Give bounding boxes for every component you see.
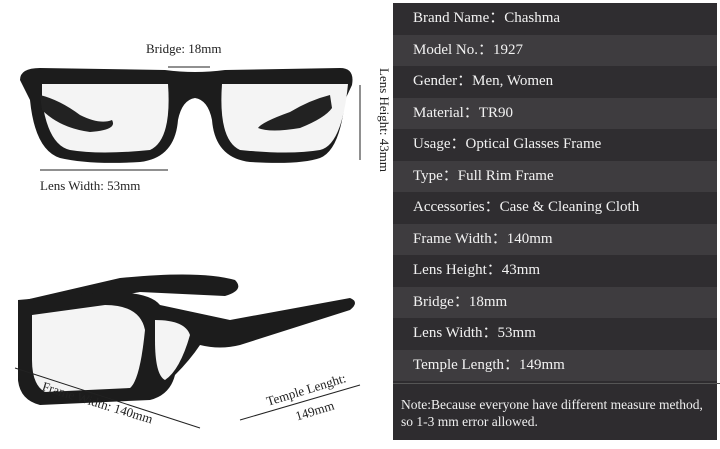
spec-brand: Brand Name：Chashma bbox=[393, 3, 717, 35]
spec-gender: Gender：Men, Women bbox=[393, 66, 717, 98]
spec-type: Type：Full Rim Frame bbox=[393, 160, 717, 192]
spec-lens-height: Lens Height：43mm bbox=[393, 255, 717, 287]
bridge-label: Bridge: 18mm bbox=[146, 41, 222, 56]
spec-lens-width: Lens Width：53mm bbox=[393, 318, 717, 350]
note-text: Note:Because everyone have different mea… bbox=[393, 383, 720, 430]
lens-width-label: Lens Width: 53mm bbox=[40, 178, 141, 193]
product-illustration: Bridge: 18mm Lens Width: 53mm Lens Heigh… bbox=[14, 41, 392, 429]
glasses-image bbox=[14, 66, 361, 429]
glasses-side-view bbox=[14, 274, 361, 429]
lens-height-label: Lens Height: 43mm bbox=[377, 68, 392, 172]
spec-temple-length: Temple Length：149mm bbox=[393, 349, 717, 381]
spec-bridge: Bridge：18mm bbox=[393, 286, 717, 318]
spec-frame-width: Frame Width：140mm bbox=[393, 223, 717, 255]
spec-usage: Usage：Optical Glasses Frame bbox=[393, 129, 717, 161]
spec-material: Material：TR90 bbox=[393, 97, 717, 129]
spec-model: Model No.：1927 bbox=[393, 34, 717, 66]
spec-panel: Brand Name：Chashma Model No.：1927 Gender… bbox=[393, 3, 720, 440]
spec-accessories: Accessories：Case & Cleaning Cloth bbox=[393, 192, 717, 224]
glasses-front-view bbox=[20, 66, 361, 171]
